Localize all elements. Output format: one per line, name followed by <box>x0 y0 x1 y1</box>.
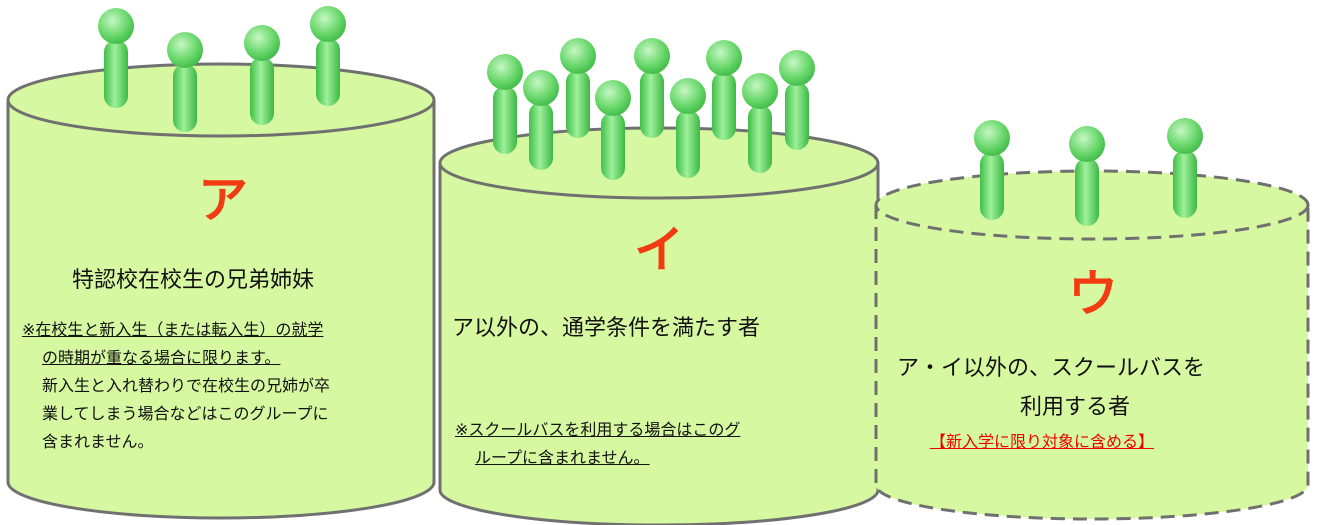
group-a-note-line5: 含まれません。 <box>42 432 154 451</box>
group-a-note-line3: 新入生と入れ替わりで在校生の兄姉が卒 <box>42 376 331 395</box>
group-u-title-line1: ア・イ以外の、スクールバスを <box>897 356 1206 381</box>
group-a-note-line1: ※在校生と新入生（または転入生）の就学 <box>22 320 324 339</box>
person-icon <box>712 120 736 180</box>
people-group-a <box>98 6 346 132</box>
person-icon <box>974 120 1010 220</box>
person-icon <box>706 40 742 140</box>
people-group-u <box>974 118 1203 226</box>
person-icon <box>310 6 346 106</box>
person-icon <box>1167 118 1203 218</box>
people-group-i <box>487 38 815 180</box>
group-u-letter: ウ <box>1068 265 1118 323</box>
person-icon <box>487 54 523 154</box>
group-i-letter: イ <box>634 221 684 279</box>
person-icon <box>244 25 280 125</box>
group-a-letter: ア <box>198 171 248 229</box>
person-icon <box>670 78 706 178</box>
person-icon <box>167 32 203 132</box>
group-u-emphasis: 【新入学に限り対象に含める】 <box>930 432 1155 451</box>
group-i-note-line1: ※スクールバスを利用する場合はこのグ <box>455 420 741 439</box>
person-icon <box>1069 126 1105 226</box>
group-a-note-line4: 業してしまう場合などはこのグループに <box>42 404 329 423</box>
group-u-title-line2: 利用する者 <box>1020 395 1131 420</box>
person-icon <box>634 38 670 138</box>
person-icon <box>779 50 815 150</box>
person-icon <box>595 80 631 180</box>
person-icon <box>560 38 596 138</box>
group-a-note-line2: の時期が重なる場合に限ります。 <box>42 348 281 367</box>
person-icon <box>98 8 134 108</box>
person-icon <box>742 73 778 173</box>
group-i-note-line2: ループに含まれません。 <box>475 448 650 467</box>
group-a-title: 特認校在校生の兄弟姉妹 <box>72 268 315 293</box>
group-i-title: ア以外の、通学条件を満たす者 <box>452 316 761 341</box>
person-icon <box>523 70 559 170</box>
